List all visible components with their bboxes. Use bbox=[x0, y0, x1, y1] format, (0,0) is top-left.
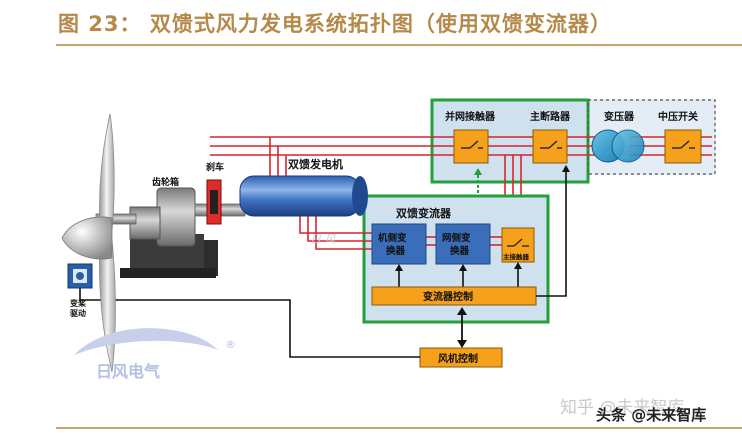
machine-side-converter bbox=[371, 223, 427, 265]
transformer-dotted-box bbox=[587, 99, 716, 175]
grid-side-label-1: 网侧变 bbox=[442, 232, 471, 244]
machine-side-label-1: 机侧变 bbox=[378, 232, 407, 244]
logo-registered-mark: ® bbox=[225, 338, 236, 351]
rotor-blade-top bbox=[99, 113, 115, 231]
label-turbine-control: 风机控制 bbox=[438, 352, 478, 365]
logo-watermark-text: 日风电气 bbox=[96, 362, 160, 381]
title-rule bbox=[56, 44, 742, 46]
pitch-drive-gear-icon bbox=[76, 272, 84, 280]
label-grid-contactor: 并网接触器 bbox=[445, 110, 496, 123]
watermark-logo-small: 日 风 bbox=[310, 233, 336, 246]
rotor-lines bbox=[299, 210, 502, 250]
control-bus-arrow-down bbox=[457, 340, 467, 348]
main-breaker-block bbox=[532, 129, 568, 164]
control-bus-arrow-up bbox=[457, 307, 467, 315]
label-main-contactor: 主接触器 bbox=[503, 252, 530, 261]
mv-switch-block bbox=[664, 129, 702, 164]
main-contactor-block bbox=[501, 227, 535, 263]
dfig-generator bbox=[239, 175, 361, 217]
label-main-breaker: 主断路器 bbox=[530, 110, 571, 123]
generator-end-cap bbox=[352, 176, 368, 216]
breaker-feedback-line bbox=[536, 168, 567, 297]
toutiao-watermark: 头条 @未来智库 bbox=[596, 406, 707, 424]
label-converter-control: 变流器控制 bbox=[423, 290, 473, 303]
rotor-hub bbox=[61, 216, 113, 260]
pitch-drive-label-2: 驱动 bbox=[70, 308, 86, 318]
label-brake: 刹车 bbox=[206, 161, 224, 173]
label-dfig: 双馈发电机 bbox=[288, 157, 343, 171]
transformer-icon bbox=[591, 129, 645, 163]
grid-side-converter bbox=[435, 223, 491, 265]
label-transformer: 变压器 bbox=[604, 110, 635, 123]
grid-contactor-block bbox=[453, 129, 489, 164]
logo-watermark: 日风电气 ® bbox=[74, 328, 236, 381]
rotor-blade-bottom bbox=[99, 239, 116, 373]
label-converter: 双馈变流器 bbox=[396, 206, 452, 220]
base-plate bbox=[120, 268, 216, 278]
machine-side-label-2: 换器 bbox=[386, 245, 406, 257]
pitch-drive-label-1: 变桨 bbox=[70, 298, 87, 308]
brake-caliper bbox=[210, 190, 218, 214]
label-mv-switch: 中压开关 bbox=[658, 110, 698, 123]
base-support bbox=[204, 240, 218, 276]
figure-title: 图 23： 双馈式风力发电系统拓扑图（使用双馈变流器） bbox=[58, 12, 612, 36]
gearbox-body bbox=[156, 187, 196, 247]
breaker-feedback-arrow bbox=[562, 165, 570, 172]
contactor-link-arrow bbox=[474, 168, 482, 175]
pitch-control-line bbox=[79, 288, 420, 358]
grid-side-label-2: 换器 bbox=[450, 245, 470, 257]
label-gearbox: 齿轮箱 bbox=[152, 176, 179, 188]
control-arrows bbox=[395, 262, 522, 287]
stator-stubs bbox=[269, 137, 287, 176]
bottom-rule bbox=[56, 427, 742, 429]
zhihu-watermark: 知乎 @未来智库 bbox=[560, 398, 685, 418]
